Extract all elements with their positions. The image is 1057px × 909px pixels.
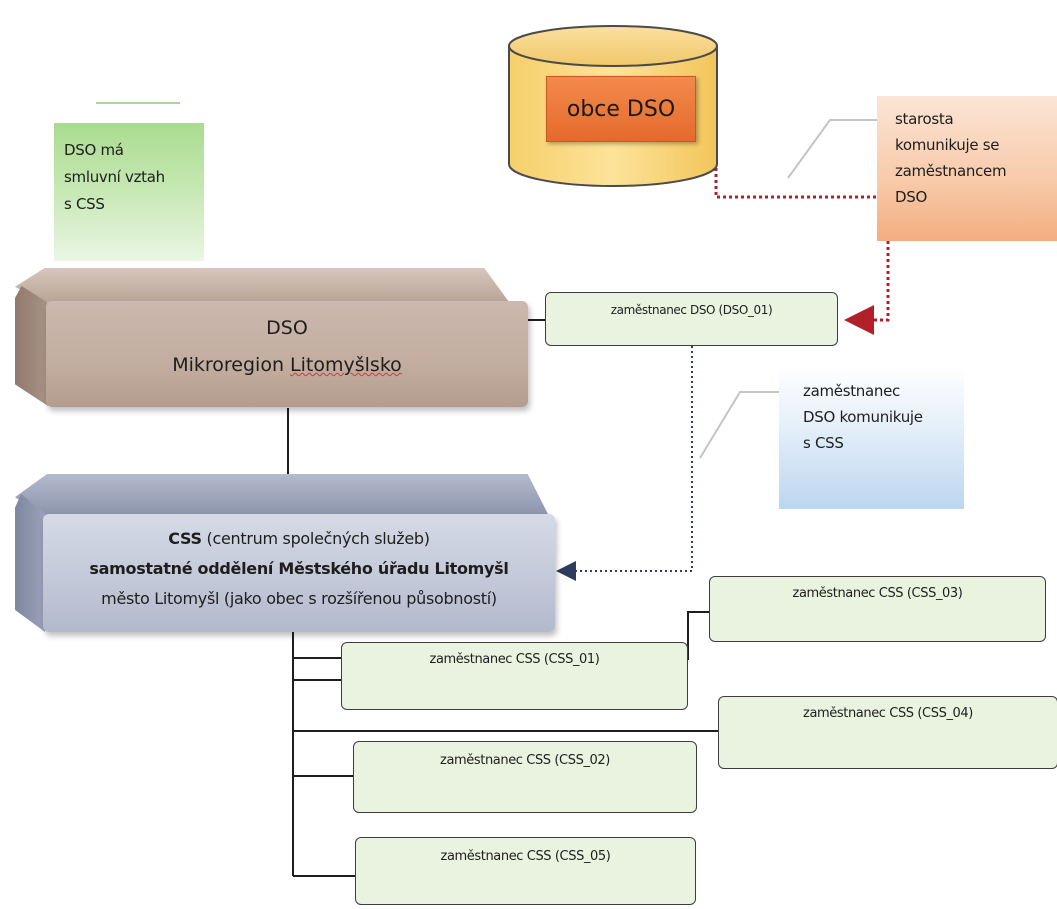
dso-block-top: [15, 268, 509, 302]
database-obce-dso: obce DSO: [506, 24, 720, 190]
css-line-3: město Litomyšl (jako obec s rozšířenou p…: [101, 589, 497, 608]
css-block-top: [15, 474, 549, 516]
note-contract-line-3: s CSS: [64, 195, 105, 213]
employee-css-01: zaměstnanec CSS (CSS_01): [341, 642, 688, 710]
dso-title: DSO: [266, 317, 308, 339]
note-starosta-line-2: komunikuje se: [895, 136, 1000, 154]
employee-css-02: zaměstnanec CSS (CSS_02): [353, 741, 697, 813]
note-contract: DSO má smluvní vztah s CSS: [54, 123, 204, 261]
css-block-face: [43, 514, 555, 632]
note-starosta-line-1: starosta: [895, 110, 954, 128]
css-block: CSS (centrum společných služeb) samostat…: [15, 474, 560, 634]
dso-block: DSO Mikroregion Litomyšlsko: [15, 268, 528, 410]
note-communication-line-2: DSO komunikuje: [803, 408, 923, 426]
note-contract-line: [96, 102, 180, 104]
note-starosta: starosta komunikuje se zaměstnancem DSO: [877, 96, 1057, 241]
dotted-db-to-starosta: [714, 150, 877, 199]
note-communication-line-1: zaměstnanec: [803, 382, 900, 400]
dso-name-word: Litomyšlsko: [290, 354, 402, 376]
note-communication: zaměstnanec DSO komunikuje s CSS: [779, 366, 964, 509]
dso-name: Mikroregion Litomyšlsko: [46, 353, 528, 377]
employee-dso-01: zaměstnanec DSO (DSO_01): [545, 292, 838, 346]
dotted-starosta-to-employee: [844, 241, 890, 335]
dso-name-prefix: Mikroregion: [172, 354, 291, 376]
css-full-name: (centrum společných služeb): [201, 529, 430, 548]
dso-block-side: [15, 286, 48, 406]
note-contract-line-1: DSO má: [64, 141, 124, 159]
callout-line-starosta: [787, 119, 877, 179]
note-starosta-line-3: zaměstnancem: [895, 162, 1007, 180]
dotted-employee-to-css: [556, 346, 693, 581]
css-line-1: CSS (centrum společných služeb): [43, 528, 555, 550]
callout-line-communication: [699, 391, 779, 459]
css-block-side: [15, 494, 45, 632]
employee-css-04: zaměstnanec CSS (CSS_04): [718, 696, 1057, 769]
note-starosta-line-4: DSO: [895, 188, 927, 206]
line-css01-to-css03: [687, 611, 709, 660]
note-communication-line-3: s CSS: [803, 434, 844, 452]
database-label: obce DSO: [546, 76, 696, 142]
dso-block-face: [46, 301, 528, 407]
css-line-2: samostatné oddělení Městského úřadu Lito…: [89, 559, 509, 578]
note-contract-line-2: smluvní vztah: [64, 168, 165, 186]
employee-css-05: zaměstnanec CSS (CSS_05): [355, 837, 696, 905]
css-abbrev: CSS: [168, 529, 202, 548]
employee-css-03: zaměstnanec CSS (CSS_03): [709, 576, 1046, 642]
